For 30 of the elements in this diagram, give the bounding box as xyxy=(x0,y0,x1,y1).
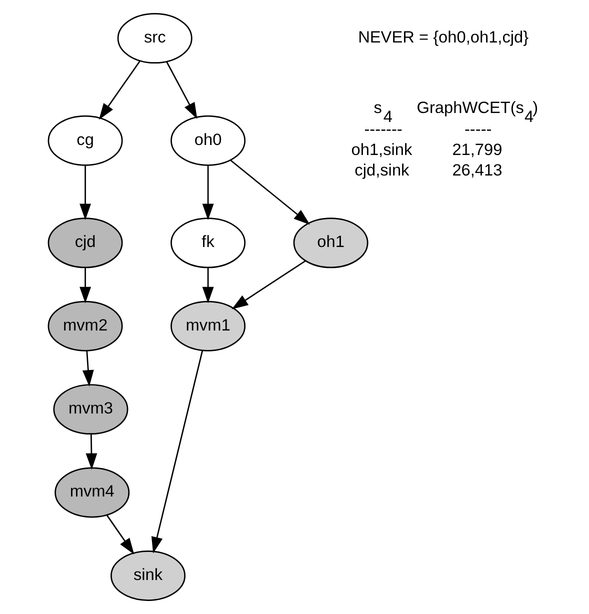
node-ellipse: mvm4 xyxy=(54,467,130,518)
arrow xyxy=(166,61,197,119)
node-ellipse: cjd xyxy=(47,218,122,268)
node-ellipse: mvm1 xyxy=(170,300,246,352)
label: 26,413 xyxy=(452,162,502,180)
arrow xyxy=(79,268,91,304)
node-ellipse: cg xyxy=(47,115,122,166)
arrow xyxy=(85,434,97,470)
node-ellipse: oh0 xyxy=(170,115,246,166)
arrow xyxy=(79,166,91,220)
label: oh1,sink xyxy=(350,141,412,160)
arrow xyxy=(82,350,94,386)
node-ellipse: oh1 xyxy=(292,218,368,268)
arrow xyxy=(202,268,214,304)
arrow xyxy=(231,260,306,310)
arrow xyxy=(230,160,310,225)
label: ----- xyxy=(464,120,492,139)
node-ellipse: sink xyxy=(110,550,186,601)
arrow xyxy=(202,166,214,220)
label: cjd,sink xyxy=(354,162,409,180)
arrow xyxy=(98,60,140,120)
node-ellipse: mvm2 xyxy=(47,300,122,352)
node-ellipse: mvm3 xyxy=(52,384,128,435)
arrow xyxy=(150,350,203,554)
node-ellipse: fk xyxy=(170,218,246,268)
label: ------- xyxy=(364,120,402,139)
node-ellipse: src xyxy=(116,13,192,64)
arrow xyxy=(106,515,134,554)
label: 21,799 xyxy=(452,141,502,160)
label: NEVER = {oh0,oh1,cjd} xyxy=(358,28,528,47)
